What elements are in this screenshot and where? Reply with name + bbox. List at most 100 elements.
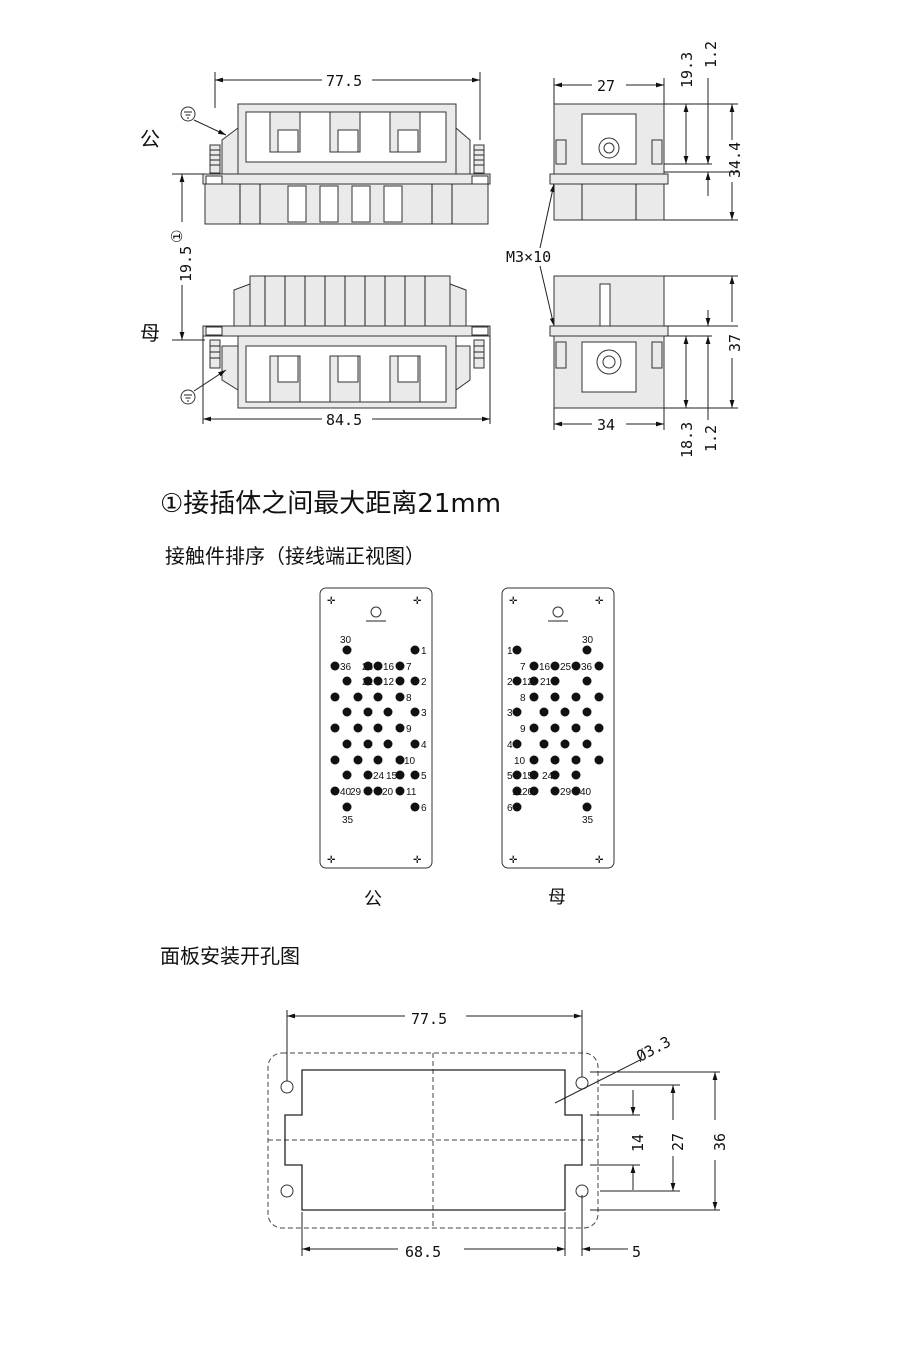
contact-pin-label: 30	[340, 635, 352, 646]
contact-pin	[582, 802, 592, 812]
contact-pin-label: 35	[342, 815, 354, 826]
dim-1-2-top: 1.2	[702, 41, 720, 68]
svg-text:✛: ✛	[413, 855, 422, 866]
contact-pin	[571, 692, 581, 702]
contact-pin	[395, 786, 405, 796]
contact-pin-label: 11	[512, 787, 523, 798]
dim-panel-width-top: 77.5	[411, 1010, 447, 1028]
mount-hole-bl	[280, 1184, 294, 1198]
contact-pin	[512, 645, 522, 655]
contact-pin-label: 6	[421, 803, 427, 814]
dim-hole: Ø3.3	[633, 1033, 673, 1066]
dim-14: 14	[629, 1134, 647, 1152]
contact-pin	[410, 802, 420, 812]
contact-pin	[373, 692, 383, 702]
contact-pin	[571, 723, 581, 733]
contact-pin	[353, 692, 363, 702]
contact-pin-label: 29	[560, 787, 572, 798]
contact-pin-label: 4	[421, 740, 427, 751]
contact-pin-label: 40	[340, 787, 352, 798]
mount-hole-tl	[280, 1080, 294, 1094]
dim-27: 27	[669, 1133, 687, 1151]
contact-pin	[395, 723, 405, 733]
side-view-bottom: 34 37 18.3 1.2	[549, 275, 744, 458]
contact-pin-label: 10	[514, 756, 526, 767]
contact-pin	[373, 755, 383, 765]
dim-36: 36	[711, 1133, 729, 1151]
contact-pin	[550, 661, 560, 671]
contact-pin-label: 12	[383, 677, 395, 688]
svg-text:✛: ✛	[509, 596, 518, 607]
contact-pin	[571, 755, 581, 765]
contact-pin	[550, 723, 560, 733]
dim-gap: 19.5	[177, 246, 195, 282]
contact-pin-label: 29	[350, 787, 362, 798]
contact-pin-label: 21	[362, 677, 374, 688]
dim-male-width: 77.5	[326, 72, 362, 90]
dim-gap-group: 19.5 ①	[168, 173, 205, 341]
contact-pin-label: 3	[421, 708, 427, 719]
dim-68-5: 68.5	[405, 1243, 441, 1261]
panel-cutout: 77.5 Ø3.3 14 27 36 68.5 5	[267, 1010, 729, 1261]
contact-pin-label: 7	[406, 662, 412, 673]
contact-pin	[582, 707, 592, 717]
contact-pin-label: 36	[340, 662, 352, 673]
contact-pin	[410, 645, 420, 655]
contact-pin	[512, 739, 522, 749]
contact-pin-label: 1	[507, 646, 513, 657]
contact-pin-label: 3	[507, 708, 513, 719]
male-front-view: 公 77.5	[140, 72, 491, 225]
contact-pin-label: 1	[421, 646, 427, 657]
contact-pin	[410, 770, 420, 780]
contact-pin-label: 40	[580, 787, 592, 798]
contact-pin-label: 30	[582, 635, 594, 646]
contact-pin	[395, 676, 405, 686]
contact-pin	[512, 770, 522, 780]
contact-pin-label: 6	[507, 803, 513, 814]
label-male-top: 公	[140, 127, 160, 151]
contact-pin-label: 20	[382, 787, 394, 798]
contact-pin	[363, 707, 373, 717]
side-view-top: 27 19.3 1.2 34.4	[549, 41, 744, 221]
contact-pin-label: 20	[522, 787, 534, 798]
contact-pin	[550, 692, 560, 702]
contact-pin	[539, 707, 549, 717]
contact-pin-label: 5	[421, 771, 427, 782]
contact-pin	[395, 661, 405, 671]
svg-text:✛: ✛	[327, 596, 336, 607]
contact-pin-label: 9	[406, 724, 412, 735]
contact-pin	[330, 661, 340, 671]
contact-pin-label: 7	[520, 662, 526, 673]
svg-text:✛: ✛	[413, 596, 422, 607]
contact-pin	[512, 707, 522, 717]
contact-pin	[353, 723, 363, 733]
contact-pin	[512, 802, 522, 812]
dim-gap-note-mark: ①	[168, 230, 186, 243]
contact-pin	[560, 707, 570, 717]
contact-pin-label: 16	[539, 662, 551, 673]
contact-pin	[373, 661, 383, 671]
screw-label: M3×10	[506, 248, 551, 266]
contact-pin	[512, 676, 522, 686]
contact-pin	[395, 755, 405, 765]
contact-pin	[594, 661, 604, 671]
ground-symbol-male	[180, 106, 196, 122]
contact-pin	[582, 739, 592, 749]
svg-text:✛: ✛	[595, 596, 604, 607]
label-male-contact: 公	[364, 889, 382, 910]
contact-pin-label: 8	[406, 693, 412, 704]
contact-pin	[582, 645, 592, 655]
contact-pin-label: 21	[540, 677, 552, 688]
contact-pin-label: 5	[507, 771, 513, 782]
contact-pin	[550, 786, 560, 796]
contact-pin	[571, 786, 581, 796]
dim-18-3: 18.3	[678, 422, 696, 458]
contact-pin	[330, 786, 340, 796]
contact-pin	[550, 676, 560, 686]
contact-pin-label: 2	[421, 677, 427, 688]
contact-pin	[373, 786, 383, 796]
contact-pin-label: 11	[406, 787, 417, 798]
ground-pin-icon-female	[552, 606, 564, 618]
contact-pin	[395, 770, 405, 780]
